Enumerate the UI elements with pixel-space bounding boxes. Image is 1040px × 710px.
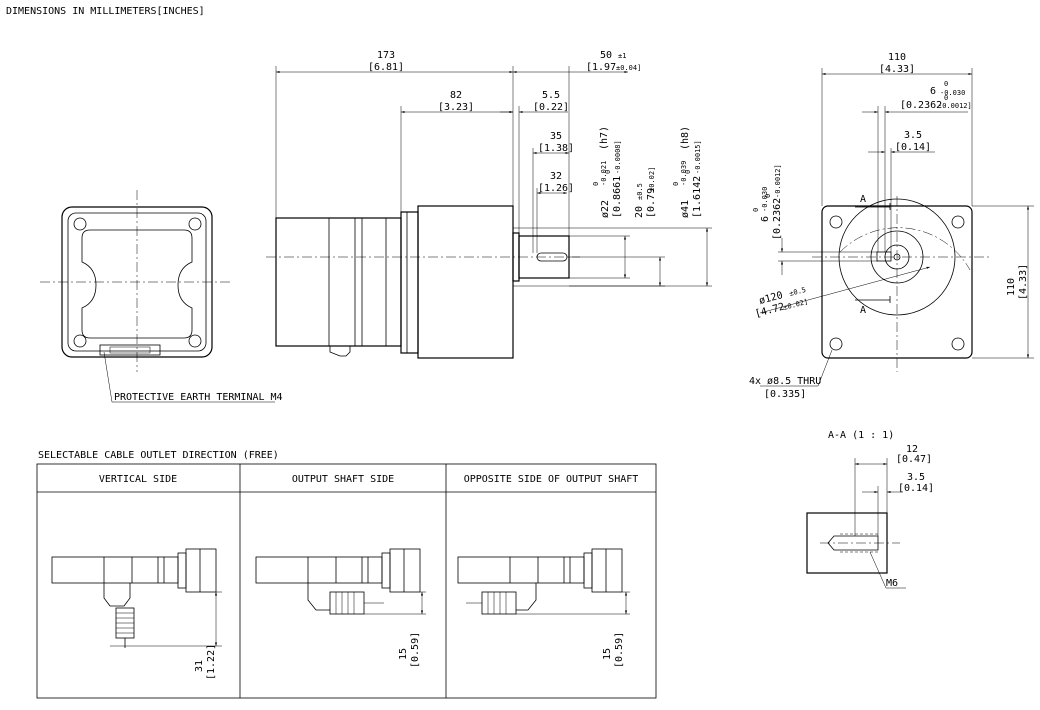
dim-pilot-dia-fit: (h8) — [680, 126, 691, 150]
dim-key-width-in-lo: -0.0012] — [938, 102, 972, 110]
earth-terminal-label: PROTECTIVE EARTH TERMINAL M4 — [114, 392, 283, 403]
cable-opposite-dim-mm: 15 — [602, 648, 613, 660]
dim-shaft-ext-in-tol: ±0.04] — [616, 64, 641, 72]
dim-key-depth-mm: 3.5 — [904, 130, 922, 141]
dim-flange-mm: 5.5 — [542, 90, 560, 101]
dim-key-side-tol-up: 0 — [752, 208, 760, 212]
dim-key-a-mm: 35 — [550, 131, 562, 142]
dim-overall-mm: 173 — [377, 50, 395, 61]
dim-key-a-in: [1.38] — [538, 143, 574, 154]
cable-output-dim-mm: 15 — [398, 648, 409, 660]
dim-key-width-in: [0.2362 — [900, 100, 942, 111]
dim-key-side-tol-lo: -0.030 — [761, 187, 769, 212]
cable-outlet-table: SELECTABLE CABLE OUTLET DIRECTION (FREE)… — [36, 450, 657, 699]
cable-table-title: SELECTABLE CABLE OUTLET DIRECTION (FREE) — [38, 450, 279, 461]
dim-key-height-in: [0.79 — [646, 188, 657, 218]
dim-key-height-mm: 20 — [634, 206, 645, 218]
dim-key-width-in-up: 0 — [944, 94, 948, 102]
holes-in: [0.335] — [764, 389, 806, 400]
dim-key-width-tol-lo: -0.030 — [940, 89, 965, 97]
front-view: A A 110 [4.33] 6 0 -0.030 [0.2362 0 -0.0… — [749, 52, 1034, 400]
section-key-len-in: [0.47] — [896, 454, 932, 465]
dim-shaft-dia-fit: (h7) — [599, 126, 610, 150]
dim-key-depth-in: [0.14] — [895, 142, 931, 153]
dim-key-b-in: [1.26] — [538, 183, 574, 194]
holes-label: 4x ø8.5 THRU — [749, 376, 821, 387]
cable-output-diagram: 15 [0.59] — [255, 548, 426, 668]
dim-gearhead-mm: 82 — [450, 90, 462, 101]
dim-shaft-dia-mm: ø22 — [600, 200, 611, 218]
dim-shaft-dia-in-lo: -0.0008] — [614, 140, 622, 174]
dim-shaft-ext-in: [1.97 — [586, 62, 616, 73]
dim-key-height-in-tol: ±0.02] — [648, 167, 656, 192]
dim-pilot-dia-in-up: 0 — [684, 170, 692, 174]
cable-vertical-dim-mm: 31 — [194, 660, 205, 672]
dim-shaft-dia-in: [0.8661 — [612, 176, 623, 218]
cable-opposite-diagram: 15 [0.59] — [457, 548, 630, 668]
dim-shaft-ext-mm-tol: ±1 — [618, 52, 626, 60]
dim-pcd-tol: ±0.5 — [788, 286, 806, 298]
units-note: DIMENSIONS IN MILLIMETERS[INCHES] — [6, 6, 205, 17]
cable-output-dim-in: [0.59] — [410, 632, 421, 668]
cable-opposite-dim-in: [0.59] — [614, 632, 625, 668]
dim-pilot-dia-tol-up: 0 — [672, 182, 680, 186]
section-thread-label: M6 — [886, 578, 898, 589]
table-col-output: OUTPUT SHAFT SIDE — [292, 474, 394, 485]
dim-shaft-dia-tol-up: 0 — [592, 182, 600, 186]
dim-key-b-mm: 32 — [550, 171, 562, 182]
table-col-opposite: OPPOSITE SIDE OF OUTPUT SHAFT — [464, 474, 639, 485]
dim-front-width-in: [4.33] — [879, 64, 915, 75]
dim-shaft-ext-mm: 50 — [600, 50, 612, 61]
dim-key-side-in: [0.2362 — [772, 198, 783, 240]
section-thread-depth-in: [0.14] — [898, 483, 934, 494]
dim-key-side-in-up: 0 — [764, 194, 772, 198]
dim-pilot-dia-in: [1.6142 — [692, 176, 703, 218]
cable-vertical-dim-in: [1.22] — [206, 644, 217, 680]
dim-key-width-mm: 6 — [930, 86, 936, 97]
dim-front-width-mm: 110 — [888, 52, 906, 63]
dim-key-height-tol: ±0.5 — [636, 183, 644, 200]
section-a-top: A — [860, 194, 866, 205]
dim-pcd-in-tol: ±0.02] — [782, 298, 809, 312]
dim-key-width-tol-up: 0 — [944, 80, 948, 88]
dim-key-side-in-lo: -0.0012] — [774, 164, 782, 198]
dim-front-height-mm: 110 — [1006, 278, 1017, 296]
dim-gearhead-in: [3.23] — [438, 102, 474, 113]
side-view: 173 [6.81] 50 ±1 [1.97 ±0.04] 82 [3.23] … — [266, 50, 712, 359]
dim-shaft-dia-in-up: 0 — [604, 170, 612, 174]
section-key-len-mm: 12 — [906, 444, 918, 455]
section-title: A-A (1 : 1) — [828, 430, 894, 441]
section-thread-depth-mm: 3.5 — [907, 472, 925, 483]
section-a-bottom: A — [860, 305, 866, 316]
section-a-a: A-A (1 : 1) 12 [0.47] 3.5 [0.14] M6 — [806, 430, 934, 589]
cable-vertical-diagram: 31 [1.22] — [51, 548, 222, 680]
rear-view: PROTECTIVE EARTH TERMINAL M4 — [40, 190, 283, 403]
dim-overall-in: [6.81] — [368, 62, 404, 73]
table-col-vertical: VERTICAL SIDE — [99, 474, 177, 485]
dim-flange-in: [0.22] — [533, 102, 569, 113]
dim-pcd-in: [4.72 — [754, 301, 786, 319]
dim-pilot-dia-tol-lo: -0.039 — [680, 161, 688, 186]
dim-front-height-in: [4.33] — [1018, 264, 1029, 300]
dim-pilot-dia-mm: ø41 — [680, 200, 691, 218]
dim-shaft-dia-tol-lo: -0.021 — [600, 161, 608, 186]
dim-pilot-dia-in-lo: -0.0015] — [694, 140, 702, 174]
dim-key-side-mm: 6 — [760, 216, 771, 222]
